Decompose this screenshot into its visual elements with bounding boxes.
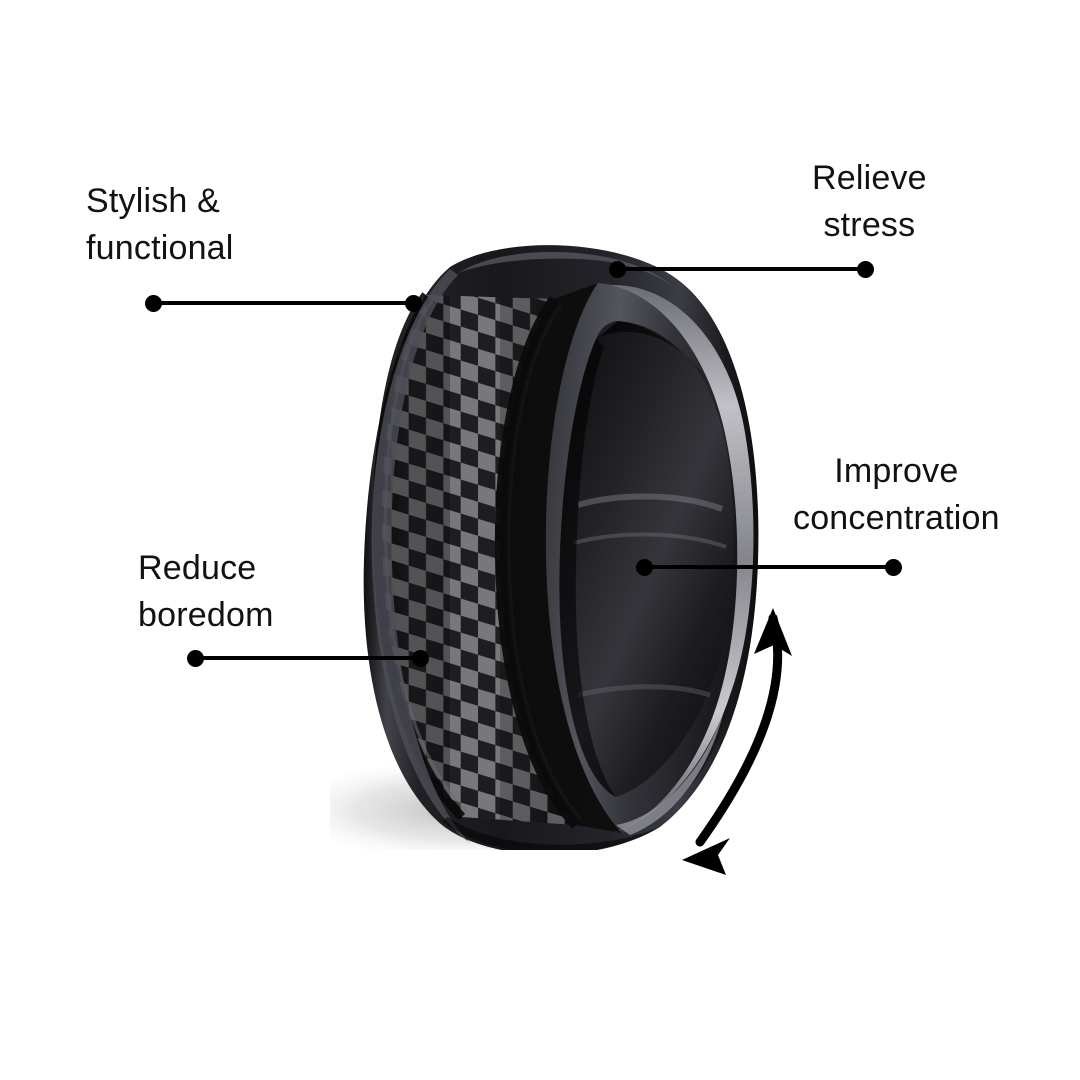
leader-dot-improve-concentration-anchor: [636, 559, 653, 576]
callout-label-reduce-boredom: Reduce boredom: [138, 549, 274, 634]
ring-top-sheen: [458, 251, 674, 287]
ring-groove-shadow: [499, 283, 622, 833]
leader-line-relieve-stress: [617, 267, 865, 271]
ring-bottom-bevel-highlight: [616, 711, 724, 835]
leader-dot-stylish-functional-outer: [145, 295, 162, 312]
ring-left-rim-light: [371, 269, 470, 843]
leader-dot-relieve-stress-anchor: [609, 261, 626, 278]
leader-dot-stylish-functional-anchor: [405, 295, 422, 312]
callout-label-stylish-functional: Stylish & functional: [86, 182, 234, 267]
callout-label-relieve-stress: Relieve stress: [812, 159, 927, 244]
leader-dot-relieve-stress-outer: [857, 261, 874, 278]
leader-dot-improve-concentration-outer: [885, 559, 902, 576]
bore-left-shade: [559, 339, 616, 797]
leader-line-reduce-boredom: [195, 656, 420, 660]
callout-label-improve-concentration: Improve concentration: [793, 452, 1000, 537]
leader-line-improve-concentration: [644, 565, 893, 569]
ring-bottom-contact-shade: [442, 817, 660, 850]
bore-upper-lip-shadow: [596, 321, 712, 391]
leader-dot-reduce-boredom-outer: [187, 650, 204, 667]
leader-dot-reduce-boredom-anchor: [412, 650, 429, 667]
product-image-spinner-ring: [330, 225, 780, 850]
leader-line-stylish-functional: [153, 301, 413, 305]
